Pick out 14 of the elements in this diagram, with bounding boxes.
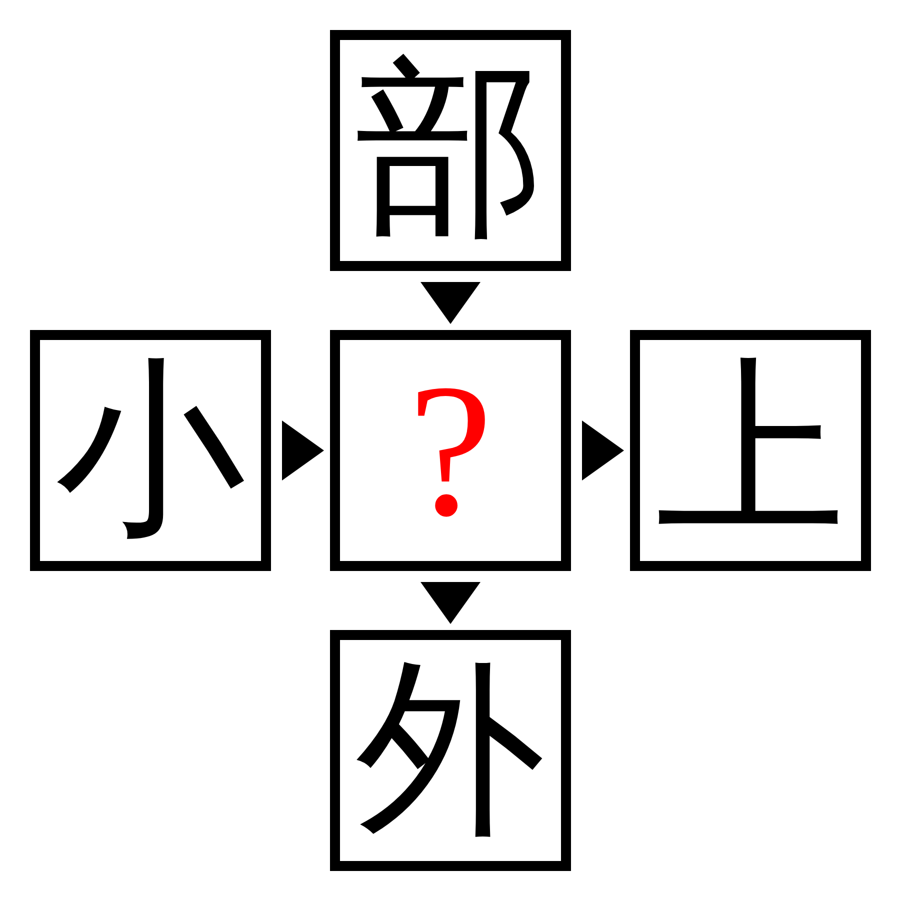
- character-box: [30, 330, 271, 571]
- character-box: [330, 630, 571, 871]
- kanji-character: 小: [56, 356, 246, 546]
- kanji-character: 外: [356, 656, 546, 846]
- character-box: [330, 330, 571, 571]
- arrow: [282, 420, 324, 480]
- character-box: [330, 30, 571, 271]
- character-box: [630, 330, 871, 571]
- arrow: [420, 582, 480, 624]
- arrow: [582, 420, 624, 480]
- arrow: [420, 282, 480, 324]
- question-mark: ?: [408, 356, 493, 546]
- kanji-character: 部: [356, 56, 546, 246]
- kanji-character: 上: [656, 356, 846, 546]
